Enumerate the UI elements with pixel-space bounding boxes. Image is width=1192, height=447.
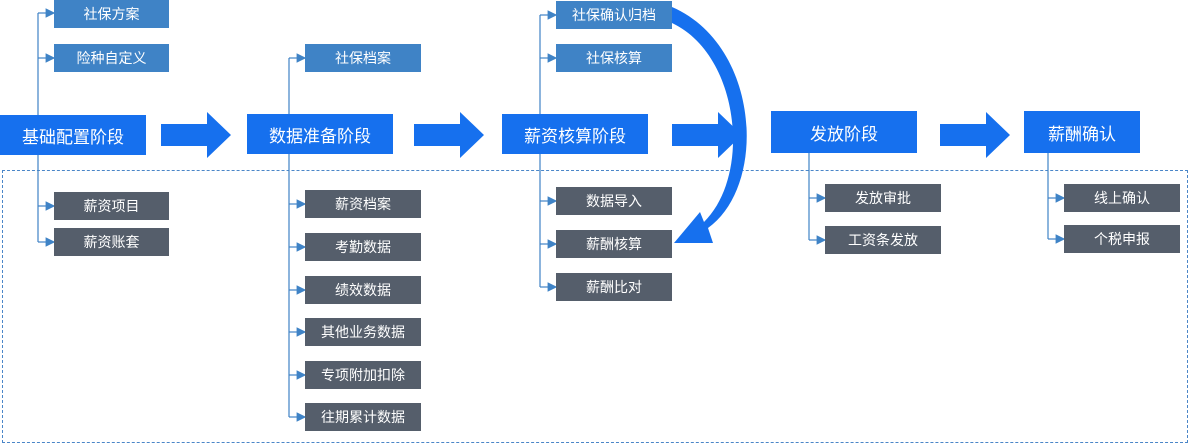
salary-item[interactable]: 工资条发放 <box>825 226 941 254</box>
stage-arrow-4 <box>940 112 1010 158</box>
salary-item[interactable]: 考勤数据 <box>305 233 421 261</box>
social-item[interactable]: 社保核算 <box>556 44 672 72</box>
stage-box-3[interactable]: 薪资核算阶段 <box>502 114 648 154</box>
salary-item[interactable]: 薪酬核算 <box>556 230 672 258</box>
salary-item[interactable]: 个税申报 <box>1064 225 1180 253</box>
social-item[interactable]: 社保确认归档 <box>556 1 672 29</box>
salary-item[interactable]: 发放审批 <box>825 184 941 212</box>
salary-section-frame <box>2 170 1188 443</box>
salary-item[interactable]: 薪资档案 <box>305 190 421 218</box>
social-item[interactable]: 社保档案 <box>305 44 421 72</box>
stage-box-5[interactable]: 薪酬确认 <box>1024 111 1140 153</box>
stage-arrow-3 <box>672 112 742 158</box>
salary-item[interactable]: 其他业务数据 <box>305 318 421 346</box>
stage-box-2[interactable]: 数据准备阶段 <box>247 114 393 154</box>
salary-item[interactable]: 数据导入 <box>556 187 672 215</box>
salary-item[interactable]: 绩效数据 <box>305 276 421 304</box>
stage-arrow-1 <box>161 112 231 158</box>
salary-item[interactable]: 薪酬比对 <box>556 273 672 301</box>
salary-item[interactable]: 线上确认 <box>1064 184 1180 212</box>
salary-item[interactable]: 专项附加扣除 <box>305 361 421 389</box>
stage-arrow-2 <box>414 112 484 158</box>
curved-arrow <box>672 7 747 243</box>
stage-box-1[interactable]: 基础配置阶段 <box>0 115 146 155</box>
salary-item[interactable]: 往期累计数据 <box>305 403 421 431</box>
stage-box-4[interactable]: 发放阶段 <box>771 111 917 153</box>
social-item[interactable]: 社保方案 <box>54 0 169 28</box>
salary-item[interactable]: 薪资项目 <box>54 192 169 220</box>
social-item[interactable]: 险种自定义 <box>54 44 169 72</box>
salary-item[interactable]: 薪资账套 <box>54 228 169 256</box>
